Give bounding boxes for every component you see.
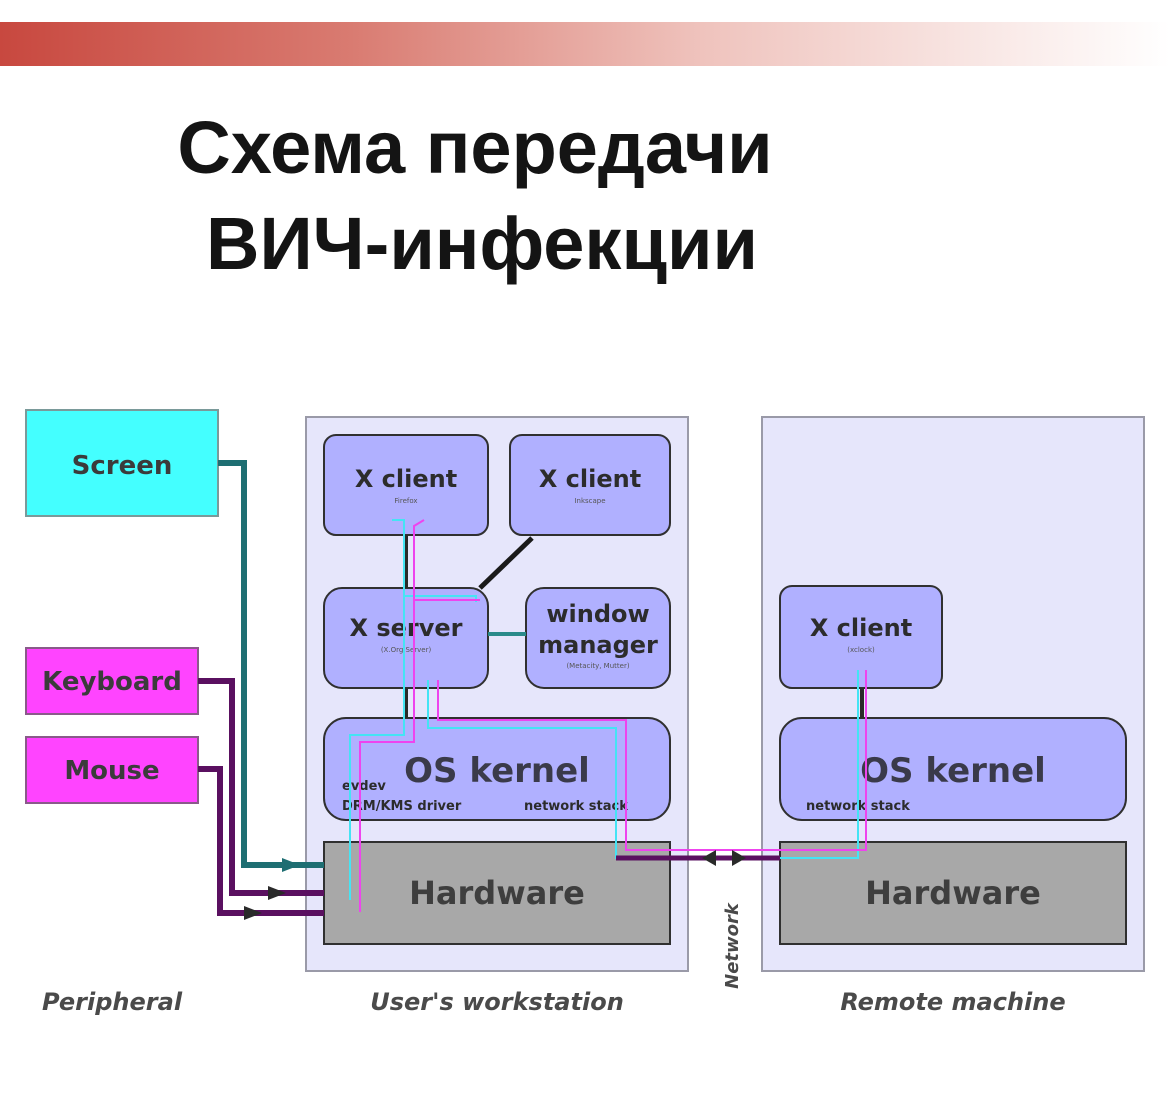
remote-x-client-box: X client (xclock) bbox=[779, 585, 943, 689]
workstation-hardware-label: Hardware bbox=[409, 874, 585, 912]
x-client-firefox-box: X client Firefox bbox=[323, 434, 489, 536]
screen-label: Screen bbox=[72, 451, 173, 481]
workstation-os-kernel-label: OS kernel bbox=[404, 751, 590, 791]
mouse-box: Mouse bbox=[25, 736, 199, 804]
cyan-event-path bbox=[349, 595, 477, 900]
network-arrow-left bbox=[702, 850, 716, 866]
mouse-arrowhead bbox=[244, 906, 262, 920]
remote-caption: Remote machine bbox=[840, 988, 1065, 1016]
title-accent-band bbox=[0, 22, 1170, 66]
x-server-sub: (X.Org Server) bbox=[381, 646, 432, 654]
mouse-label: Mouse bbox=[64, 756, 159, 786]
workstation-caption: User's workstation bbox=[370, 988, 624, 1016]
screen-arrowhead bbox=[282, 858, 300, 872]
remote-x-client-label: X client bbox=[810, 614, 912, 642]
x-server-to-client2-link bbox=[478, 536, 534, 590]
drm-driver-label: DRM/KMS driver bbox=[342, 799, 462, 814]
remote-hardware-box: Hardware bbox=[779, 841, 1127, 945]
remote-os-kernel-box: OS kernel network stack bbox=[779, 717, 1127, 821]
cyan-network-path bbox=[427, 670, 859, 859]
mouse-connection-line bbox=[198, 766, 324, 916]
x-client-inkscape-box: X client Inkscape bbox=[509, 434, 671, 536]
slide-title: Схема передачи ВИЧ-инфекции bbox=[0, 100, 950, 292]
keyboard-box: Keyboard bbox=[25, 647, 199, 715]
x-client-firefox-sub: Firefox bbox=[394, 497, 417, 505]
slide-title-line-1: Схема передачи bbox=[177, 106, 773, 189]
window-manager-sub: (Metacity, Mutter) bbox=[566, 662, 629, 670]
workstation-network-stack-label: network stack bbox=[524, 799, 628, 814]
evdev-label: evdev bbox=[342, 779, 386, 794]
remote-x-client-sub: (xclock) bbox=[847, 646, 875, 654]
magenta-network-path bbox=[437, 670, 867, 851]
screen-box: Screen bbox=[25, 409, 219, 517]
window-manager-label-2: manager bbox=[538, 631, 658, 659]
window-manager-label-1: window bbox=[546, 600, 649, 628]
slide-title-line-2: ВИЧ-инфекции bbox=[206, 202, 758, 285]
remote-os-kernel-label: OS kernel bbox=[860, 751, 1046, 791]
magenta-event-path bbox=[359, 599, 480, 912]
peripheral-caption: Peripheral bbox=[42, 988, 183, 1016]
x-server-label: X server bbox=[349, 614, 462, 642]
x-client-inkscape-sub: Inkscape bbox=[574, 497, 605, 505]
remote-hardware-label: Hardware bbox=[865, 874, 1041, 912]
network-caption: Network bbox=[722, 902, 743, 989]
x-client-firefox-label: X client bbox=[355, 465, 457, 493]
keyboard-label: Keyboard bbox=[42, 667, 182, 697]
keyboard-arrowhead bbox=[268, 886, 286, 900]
magenta-client-path bbox=[413, 519, 425, 600]
window-manager-box: window manager (Metacity, Mutter) bbox=[525, 587, 671, 689]
network-arrow-right bbox=[732, 850, 746, 866]
cyan-client-path bbox=[392, 519, 405, 596]
x-client-inkscape-label: X client bbox=[539, 465, 641, 493]
workstation-os-kernel-box: OS kernel evdev DRM/KMS driver network s… bbox=[323, 717, 671, 821]
x-server-box: X server (X.Org Server) bbox=[323, 587, 489, 689]
